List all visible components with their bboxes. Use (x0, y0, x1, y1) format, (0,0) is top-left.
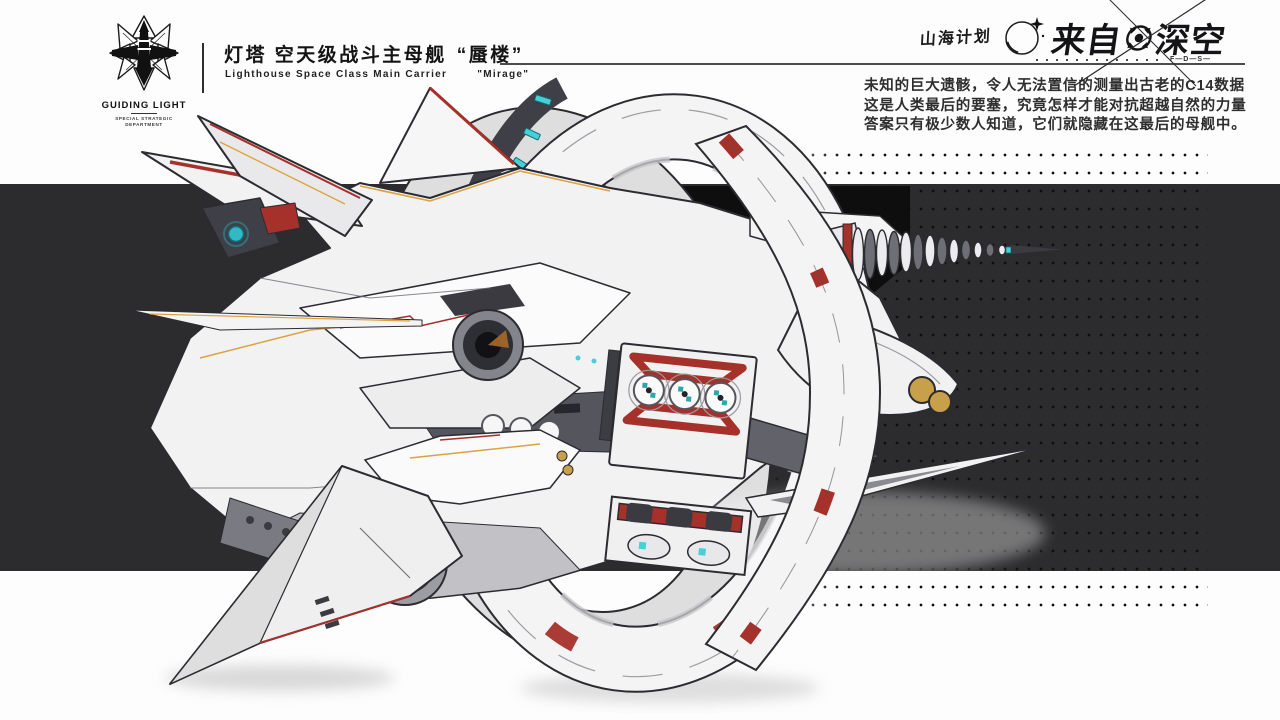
ship-title-en: Lighthouse Space Class Main Carrier "Mira… (225, 69, 529, 80)
strap-module-top (598, 342, 758, 480)
soft-shadows (165, 665, 820, 703)
emblem-org-name: GUIDING LIGHT (101, 100, 187, 111)
lens-flare-icon (1005, 17, 1045, 55)
fds-abbreviation: F—D—S— (1170, 56, 1211, 63)
header-rule (500, 63, 1245, 65)
fds-logo-right: 深空 (1152, 22, 1229, 60)
deck-intake (440, 284, 525, 316)
lore-line-3: 答案只有极少数人知道，它们就隐藏在这最后的母舰中。 (864, 117, 1247, 133)
guiding-light-logo: GUIDING LIGHT SPECIAL STRATEGIC DEPARTME… (96, 14, 192, 128)
ship-name-cn: “蜃楼” (456, 45, 524, 66)
prow (169, 465, 463, 685)
wing-cluster (129, 115, 423, 331)
lore-paragraph: 未知的巨大遗骸，令人无法置信的测量出古老的C14数据 这是人类最后的要塞，究竟怎… (864, 77, 1264, 136)
emblem-sub-line1: SPECIAL STRATEGIC (115, 116, 173, 121)
coil-spike (814, 222, 1062, 281)
fds-logo-left: 来自 (1048, 22, 1125, 60)
strap-module-bottom (604, 495, 753, 577)
ship-class-en: Lighthouse Space Class Main Carrier (225, 69, 448, 80)
leader-dots (1036, 58, 1164, 61)
project-name: 山海计划 (919, 28, 993, 49)
mirage-carrier-illustration (129, 77, 1062, 703)
lore-line-2: 这是人类最后的要塞，究竟怎样才能对抗超越自然的力量 (864, 97, 1247, 114)
ship-name-en: "Mirage" (477, 69, 530, 80)
upper-turbine (452, 309, 524, 381)
ship-title-cn: 灯塔 空天级战斗主母舰 “蜃楼” (224, 40, 524, 67)
emblem-sub-line2: DEPARTMENT (125, 122, 163, 127)
header-divider (202, 43, 204, 93)
halo-strap-front (694, 124, 882, 672)
fds-logo: 来自 深空 (1049, 13, 1230, 62)
lore-line-1: 未知的巨大遗骸，令人无法置信的测量出古老的C14数据 (864, 78, 1245, 94)
emblem-divider (131, 113, 157, 114)
ship-class-cn: 灯塔 空天级战斗主母舰 (224, 45, 447, 66)
sensor-eye (227, 225, 245, 243)
guiding-light-emblem-icon (109, 15, 179, 91)
needle-tip (1011, 245, 1062, 254)
reticle-icon (1126, 24, 1152, 51)
fds-subrow: F—D—S— (1036, 56, 1211, 63)
